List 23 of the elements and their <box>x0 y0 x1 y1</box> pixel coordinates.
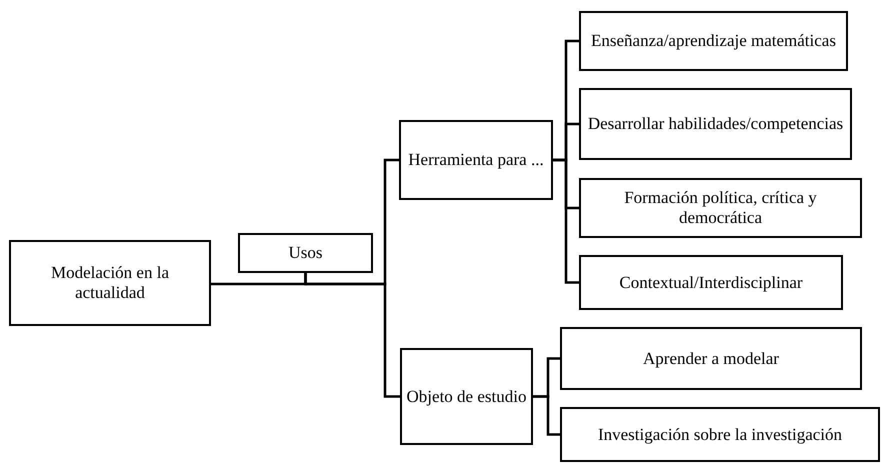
node-text: Aprender a modelar <box>643 348 779 368</box>
connector-line <box>304 273 400 398</box>
leaf-box <box>579 255 843 310</box>
connector-line <box>533 395 560 436</box>
node-text: Modelación en la actualidad <box>50 263 170 303</box>
leaf-box <box>579 11 848 71</box>
branch-box <box>399 120 553 200</box>
node-text: Investigación sobre la investigación <box>598 424 842 444</box>
node-text: Enseñanza/aprendizaje matemáticas <box>591 31 836 51</box>
node-text: Formación política, crítica y democrática <box>623 188 818 228</box>
leaf-box <box>579 178 862 238</box>
branch-box <box>400 348 533 445</box>
node-text: Usos <box>288 243 322 263</box>
node-text: Desarrollar habilidades/competencias <box>588 114 844 134</box>
topic-box <box>9 240 211 326</box>
leaf-box <box>579 88 852 160</box>
node-text: Contextual/Interdisciplinar <box>619 272 803 292</box>
category-box <box>238 233 373 273</box>
connector-line <box>553 158 579 284</box>
leaf-box <box>560 327 862 390</box>
node-text: Objeto de estudio <box>406 386 526 406</box>
node-text: Herramienta para ... <box>408 150 544 170</box>
leaf-box <box>560 407 880 462</box>
